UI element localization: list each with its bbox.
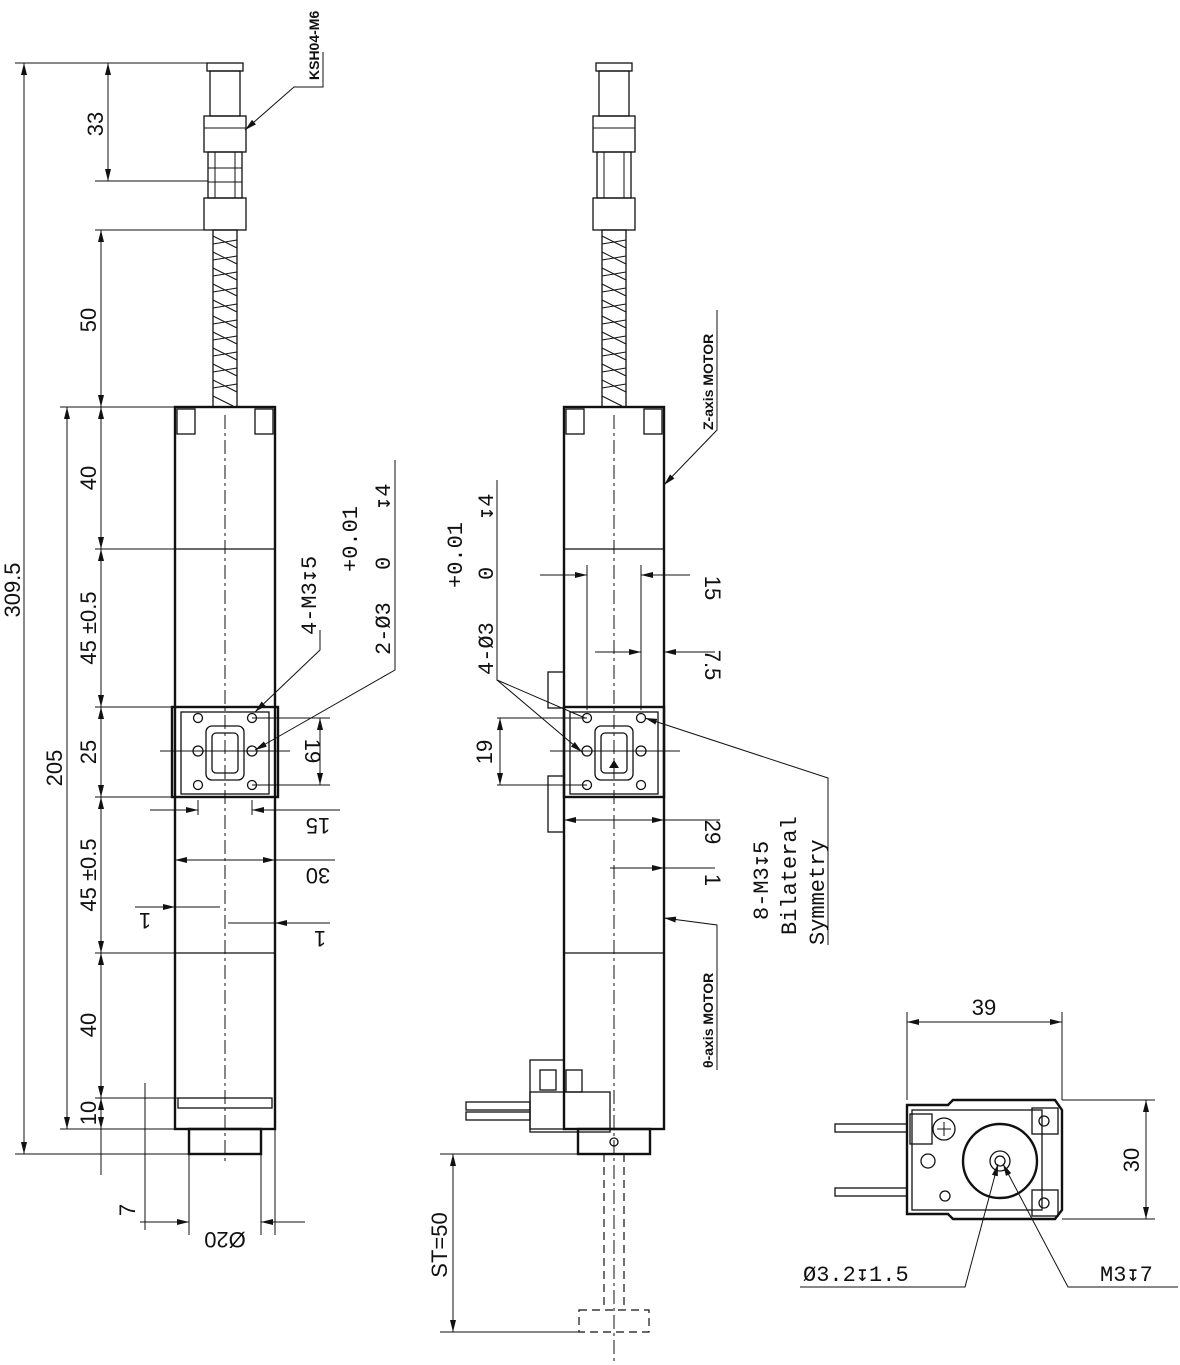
callout-middle-tolerance-upper: +0.01 — [444, 522, 469, 588]
middle-view: ST=50 15 7.5 19 29 1 Z-axis MOTOR θ-axis… — [427, 62, 831, 1365]
callout-side-holes: 8-M3↧5 — [750, 841, 775, 920]
middle-pneumatic-fitting — [592, 62, 636, 231]
left-pneumatic-fitting — [203, 62, 247, 231]
callout-z-motor: Z-axis MOTOR — [700, 334, 716, 430]
dim-mount-height: 25 — [76, 740, 101, 764]
callout-thread-hole: M3↧7 — [1100, 1263, 1153, 1288]
dim-middle-offset: 1 — [700, 874, 725, 886]
callout-center-hole: Ø3.2↧1.5 — [803, 1263, 909, 1288]
dim-stroke: ST=50 — [427, 1212, 452, 1277]
middle-cable — [601, 229, 627, 408]
dim-shaft-length: 7 — [115, 1204, 140, 1216]
middle-shaft-stroke — [578, 1154, 650, 1333]
dim-offset-left: 1 — [139, 908, 151, 933]
callout-fitting: KSH04-M6 — [306, 11, 322, 80]
left-actuator-body — [173, 405, 277, 1165]
dim-lower-section: 45 ±0.5 — [76, 838, 101, 911]
dim-flange-height: 10 — [76, 1101, 101, 1125]
callout-dowel-holes: 2-Ø3 — [372, 602, 397, 655]
dim-total-length: 309.5 — [0, 562, 25, 617]
dim-shaft-diameter: Ø20 — [204, 1227, 246, 1252]
dim-hole-pitch-vertical: 19 — [300, 739, 325, 763]
callout-middle-dowel-depth: ↧4 — [475, 494, 500, 520]
callout-theta-motor: θ-axis MOTOR — [700, 973, 716, 1068]
callout-symmetry-line1: Bilateral — [778, 816, 803, 935]
middle-theta-connector — [465, 1059, 652, 1156]
callout-dowel-depth: ↧4 — [372, 484, 397, 510]
left-view: 309.5 33 50 205 40 45 ±0.5 25 45 ±0.5 40… — [0, 11, 397, 1252]
dim-offset-right: 1 — [314, 926, 326, 951]
dim-hole-offset: 7.5 — [700, 650, 725, 681]
dim-body-depth: 29 — [700, 820, 725, 844]
dim-bottom-width: 39 — [972, 995, 996, 1020]
middle-mount-plate — [550, 705, 680, 799]
left-cable — [212, 229, 238, 408]
callout-middle-tolerance-lower: 0 — [475, 567, 500, 580]
dim-bottom-height: 30 — [1119, 1148, 1144, 1172]
callout-dowel-tolerance-lower: 0 — [372, 557, 397, 570]
dim-middle-hole-pitch: 19 — [472, 740, 497, 764]
dim-upper-section: 45 ±0.5 — [76, 591, 101, 664]
bottom-view: 39 30 Ø3.2↧1.5 M3↧7 — [800, 995, 1178, 1288]
dim-body-length: 205 — [42, 750, 67, 787]
left-extension-lines — [15, 62, 276, 1235]
dim-top-motor: 40 — [76, 466, 101, 490]
dim-hole-pitch-horizontal: 15 — [306, 813, 330, 838]
dim-fitting-height: 33 — [83, 112, 108, 136]
callout-symmetry-line2: Symmetry — [806, 839, 831, 945]
middle-actuator-body — [547, 405, 666, 1365]
dim-bottom-motor: 40 — [76, 1013, 101, 1037]
left-mount-plate — [160, 705, 290, 799]
callout-thread-holes: 4-M3↧5 — [298, 556, 323, 635]
callout-dowel-tolerance-upper: +0.01 — [339, 506, 364, 572]
callout-middle-dowel-holes: 4-Ø3 — [475, 622, 500, 675]
dim-cable-length: 50 — [76, 308, 101, 332]
dim-hole-pitch-top: 15 — [700, 576, 725, 600]
dim-body-width: 30 — [306, 863, 330, 888]
